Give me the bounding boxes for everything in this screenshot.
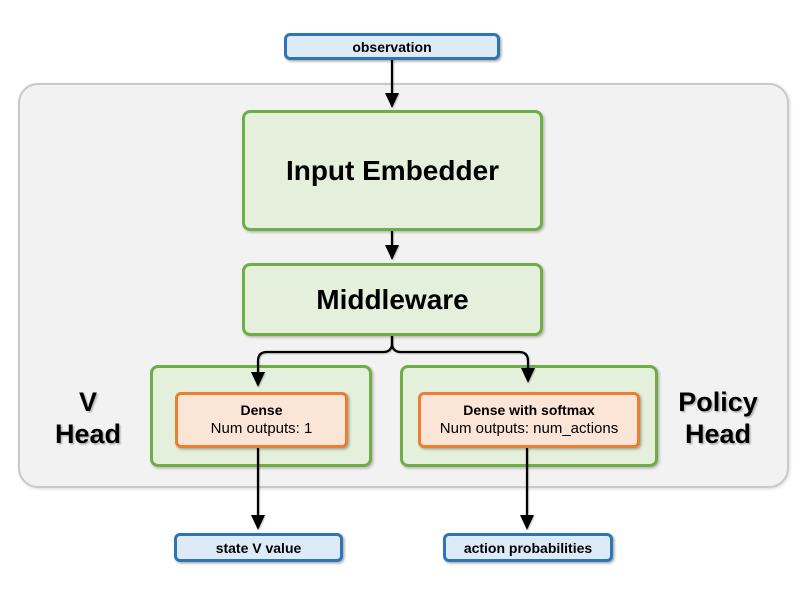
observation-node: observation (284, 33, 500, 60)
state-v-value-node: state V value (174, 533, 343, 562)
input-embedder-node: Input Embedder (242, 110, 543, 231)
v-dense-title: Dense (240, 402, 283, 419)
state-v-value-label: state V value (215, 539, 302, 556)
action-probabilities-node: action probabilities (443, 533, 613, 562)
v-dense-node: Dense Num outputs: 1 (175, 392, 348, 448)
policy-dense-title: Dense with softmax (463, 402, 595, 419)
observation-label: observation (352, 38, 432, 55)
policy-dense-node: Dense with softmax Num outputs: num_acti… (418, 392, 640, 448)
policy-head-label: Policy Head (660, 386, 776, 450)
v-dense-subtitle: Num outputs: 1 (210, 420, 313, 438)
v-head-label-line1: V (78, 387, 97, 417)
policy-dense-subtitle: Num outputs: num_actions (439, 420, 619, 438)
middleware-label: Middleware (316, 283, 469, 315)
action-probabilities-label: action probabilities (463, 539, 593, 556)
v-head-label-line2: Head (54, 419, 122, 449)
policy-head-label-line2: Head (684, 419, 752, 449)
middleware-node: Middleware (242, 263, 543, 336)
v-head-label: V Head (40, 386, 136, 450)
policy-head-label-line1: Policy (678, 387, 758, 417)
input-embedder-label: Input Embedder (285, 154, 500, 186)
